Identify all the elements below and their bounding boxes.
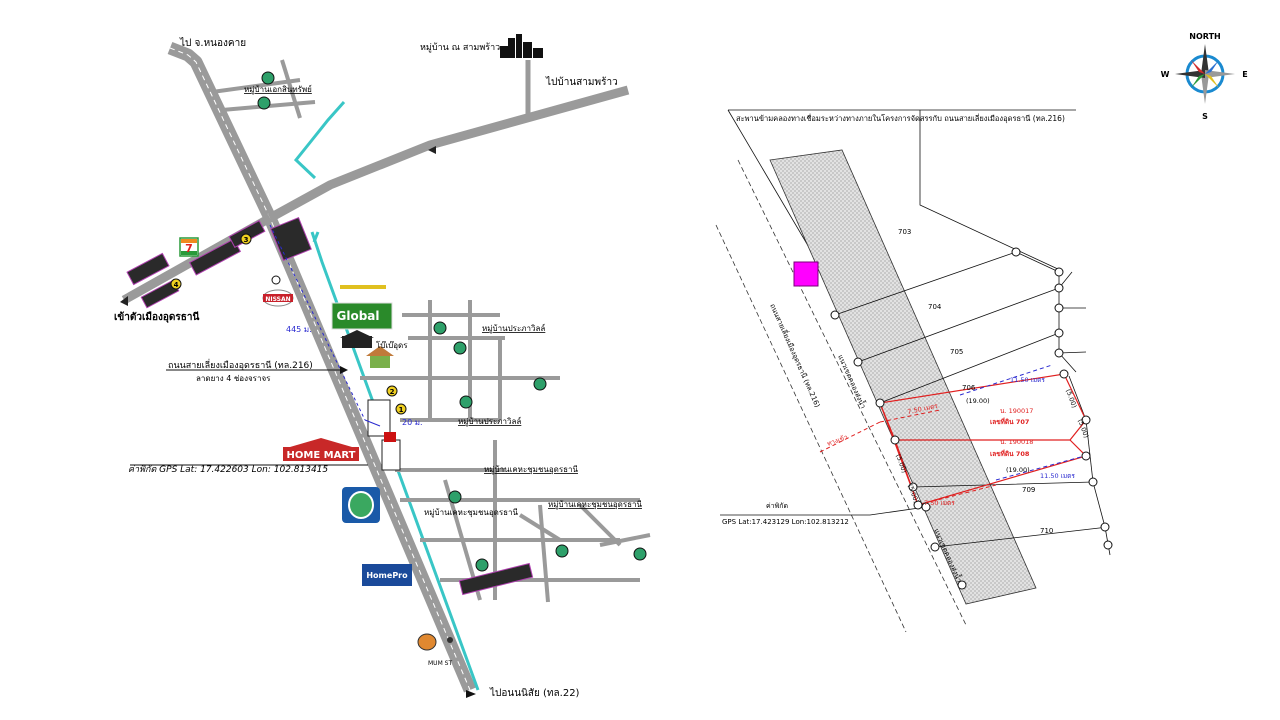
label-village-prakaiwit-1: หมู่บ้านประภาวิลล์: [482, 323, 545, 334]
label-gps-title: ค่าพิกัด: [766, 502, 788, 510]
compass-south: S: [1202, 112, 1208, 121]
svg-text:Global: Global: [336, 309, 379, 323]
label-road-bypass: ถนนสายเลี่ยงเมืองอุดรธานี (ทล.216): [168, 358, 313, 371]
road-samphrao: [267, 85, 630, 222]
svg-text:705: 705: [950, 348, 963, 356]
label-road-bypass-note: ลาดยาง 4 ช่องจราจร: [196, 374, 271, 383]
svg-text:709: 709: [1022, 486, 1035, 494]
svg-text:เลขที่ดิน 707: เลขที่ดิน 707: [990, 416, 1029, 426]
label-bottom-mark: MUM ST: [428, 660, 452, 667]
label-to-nonsung: ไปอนนนิสัย (ทล.22): [489, 687, 580, 699]
svg-text:HOME MART: HOME MART: [287, 450, 356, 461]
building-block: [126, 252, 170, 286]
label-village-kheha-2: หมู่บ้านเคหะชุมชนอุดรธานี: [424, 508, 519, 518]
site-plan-header: สะพานข้ามคลองทางเชื่อมระหว่างทางภายในโคร…: [736, 113, 1065, 123]
svg-text:706: 706: [962, 384, 976, 392]
svg-text:7: 7: [185, 242, 193, 255]
svg-text:น. 190018: น. 190018: [1000, 438, 1033, 446]
label-gps-value: GPS Lat:17.423129 Lon:102.813212: [722, 518, 849, 526]
label-distance-20: 20 ม.: [402, 418, 423, 427]
label-village-prakaiwit-2: หมู่บ้านประภาวิลล์: [458, 416, 521, 427]
bobee-shop-icon: [340, 330, 374, 348]
svg-text:น. 190017: น. 190017: [1000, 407, 1033, 415]
bridge-marker: [793, 261, 819, 287]
compass-east: E: [1242, 70, 1247, 79]
bangchak-logo: [342, 487, 380, 523]
svg-text:1: 1: [399, 406, 404, 414]
svg-text:HomePro: HomePro: [366, 571, 408, 580]
label-road-bypass-rotated: ถนนสายเลี่ยงเมืองอุดรธานี (ทล.216): [768, 302, 822, 409]
label-to-nongkhai: ไป จ.หนองคาย: [179, 37, 246, 49]
svg-text:ทางเข้า: ทางเข้า: [826, 433, 849, 448]
label-village-nw: หมู่บ้านเอกสินทรัพย์: [244, 84, 312, 95]
seven-eleven-logo: 7: [179, 237, 199, 257]
site-plan: สะพานข้ามคลองทางเชื่อมระหว่างทางภายในโคร…: [715, 109, 1113, 633]
svg-text:11.50 เมตร: 11.50 เมตร: [1040, 472, 1075, 480]
compass-rose: NORTH S E W: [1161, 32, 1248, 121]
location-map: 7 NISSAN Global HOME MART HomePro: [114, 34, 651, 699]
label-to-udon-city: เข้าตัวเมืองอุดรธานี: [114, 311, 199, 323]
village-skyline-icon: [500, 34, 543, 58]
survey-point: [1011, 247, 1021, 257]
svg-text:704: 704: [928, 303, 942, 311]
svg-text:11.50 เมตร: 11.50 เมตร: [1010, 376, 1045, 384]
svg-text:(19.00): (19.00): [966, 397, 990, 405]
homepro-logo: HomePro: [362, 564, 412, 586]
svg-text:7.50 เมตร: 7.50 เมตร: [924, 499, 955, 507]
svg-text:710: 710: [1040, 527, 1053, 535]
label-gps: ค่าพิกัด GPS Lat: 17.422603 Lon: 102.813…: [128, 464, 328, 475]
svg-text:(19.00): (19.00): [1006, 466, 1030, 474]
global-house-logo: Global: [331, 285, 393, 330]
home-mart-logo: HOME MART: [283, 438, 359, 461]
temple-icon: [417, 633, 453, 651]
svg-text:2: 2: [390, 388, 395, 396]
svg-text:3: 3: [244, 236, 249, 244]
svg-text:เลขที่ดิน 708: เลขที่ดิน 708: [990, 448, 1030, 458]
resort-icon: [366, 346, 394, 368]
label-village-kheha-3: หมู่บ้านเคหะชุมชนอุดรธานี: [548, 500, 643, 510]
svg-text:NISSAN: NISSAN: [265, 296, 290, 303]
svg-text:4: 4: [174, 281, 179, 289]
house-icon: [261, 71, 275, 85]
label-bobee-utor: โบ๊เบ๊อุดร: [376, 340, 408, 350]
label-to-ban-samphrao: ไปบ้านสามพร้าว: [545, 76, 618, 88]
label-village-samphrao: หมู่บ้าน ณ สามพร้าว: [420, 42, 500, 53]
marker-icon: [271, 275, 281, 285]
label-village-kheha-1: หมู่บ้านเคหะชุมชนอุดรธานี: [484, 465, 579, 475]
compass-north: NORTH: [1189, 32, 1220, 41]
svg-text:703: 703: [898, 228, 911, 236]
label-distance-445: 445 ม.: [286, 325, 312, 334]
canal-strip: [769, 149, 1037, 605]
svg-text:(5.00): (5.00): [1064, 388, 1078, 409]
compass-west: W: [1161, 70, 1170, 79]
nissan-logo: NISSAN: [262, 289, 294, 307]
